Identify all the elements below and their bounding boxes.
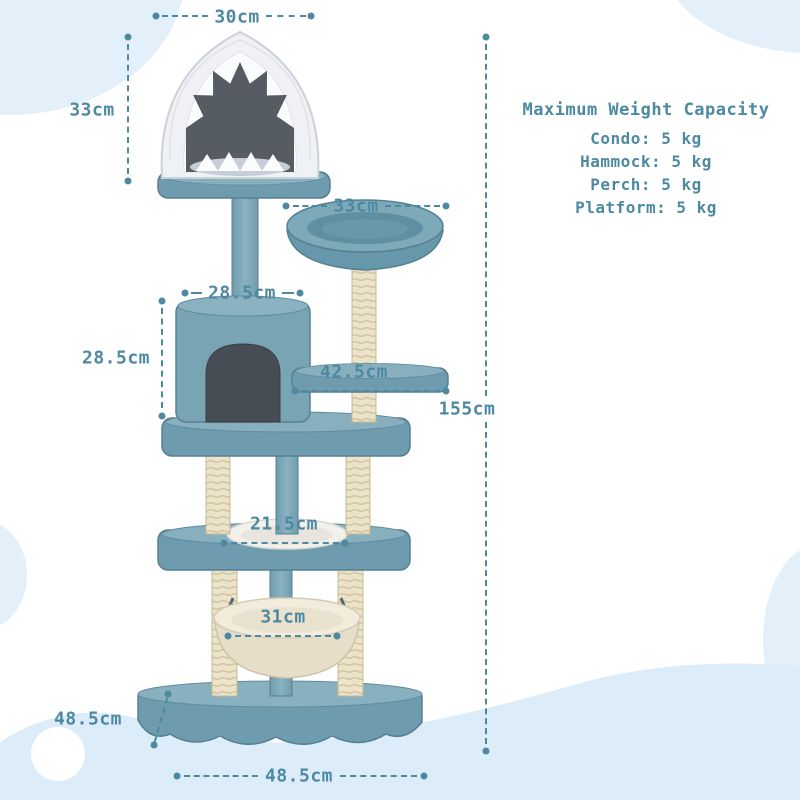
dimension-dot — [333, 632, 341, 640]
blob-left — [0, 524, 27, 626]
dimension-dot — [482, 33, 490, 41]
dimension-dot — [152, 12, 160, 20]
mid-scratching-posts — [205, 453, 371, 535]
dimension-line — [302, 390, 440, 392]
blob-top-left — [0, 0, 183, 115]
blob-top-right — [677, 0, 800, 53]
shark-condo — [160, 30, 320, 179]
dimension-label-top-platform: 42.5cm — [319, 361, 389, 383]
dimension-label-shark-width: 30cm — [214, 6, 260, 28]
dimension-line — [385, 205, 440, 207]
dimension-dot — [220, 539, 228, 547]
dimension-label-hammock-width: 31cm — [260, 606, 306, 628]
shark-mouth-interior — [186, 62, 294, 172]
dimension-line — [266, 15, 306, 17]
dimension-line — [162, 15, 208, 17]
dimension-line — [485, 44, 487, 396]
dimension-line — [485, 422, 487, 744]
dimension-line — [340, 775, 417, 777]
dimension-line — [231, 542, 339, 544]
dimension-dot — [164, 690, 172, 698]
dimension-label-perch-width: 33cm — [333, 195, 379, 217]
dimension-dot — [124, 33, 132, 41]
weight-capacity-block: Maximum Weight Capacity Condo: 5 kg Hamm… — [502, 100, 790, 219]
dimension-dot — [307, 12, 315, 20]
dimension-dot — [282, 202, 290, 210]
top-platform — [291, 363, 449, 393]
dimension-label-base-depth: 48.5cm — [53, 708, 123, 730]
dimension-label-shark-height: 33cm — [69, 99, 115, 121]
weight-capacity-hammock: Hammock: 5 kg — [580, 152, 712, 171]
blob-cutout-circle — [31, 727, 85, 781]
dimension-dot — [420, 772, 428, 780]
dimension-dot — [482, 747, 490, 755]
dimension-dot — [442, 202, 450, 210]
dimension-line — [184, 775, 258, 777]
dimension-dot — [124, 177, 132, 185]
dimension-dot — [296, 289, 304, 297]
dimension-dot — [442, 387, 450, 395]
dimension-label-base-width: 48.5cm — [264, 765, 334, 787]
dimension-label-pad-width: 21.5cm — [249, 513, 319, 535]
shark-lower-teeth — [196, 152, 284, 171]
dimension-dot — [150, 741, 158, 749]
weight-capacity-platform: Platform: 5 kg — [575, 198, 717, 217]
perch-post — [351, 255, 377, 423]
dimension-line — [282, 292, 294, 294]
dimension-line — [127, 44, 129, 174]
perch — [286, 199, 444, 271]
weight-capacity-condo: Condo: 5 kg — [590, 129, 702, 148]
dimension-dot — [158, 412, 166, 420]
cat-tree-illustration — [137, 30, 449, 745]
dimension-label-condo-width: 28.5cm — [207, 282, 277, 304]
dimension-line — [191, 292, 202, 294]
dimension-dot — [341, 539, 349, 547]
dimension-dot — [224, 632, 232, 640]
dimension-dot — [173, 772, 181, 780]
dimension-line — [161, 308, 163, 408]
weight-capacity-title: Maximum Weight Capacity — [522, 100, 770, 120]
dimension-line — [235, 635, 331, 637]
dimension-line — [293, 205, 327, 207]
dimension-dot — [158, 297, 166, 305]
weight-capacity-perch: Perch: 5 kg — [590, 175, 702, 194]
dimension-label-condo-height: 28.5cm — [81, 347, 151, 369]
dimension-dot — [181, 289, 189, 297]
hammock — [213, 597, 361, 679]
dimension-dot — [291, 387, 299, 395]
condo — [175, 295, 311, 423]
dimension-label-total-height: 155cm — [438, 398, 496, 420]
condo-doorway — [205, 343, 281, 423]
